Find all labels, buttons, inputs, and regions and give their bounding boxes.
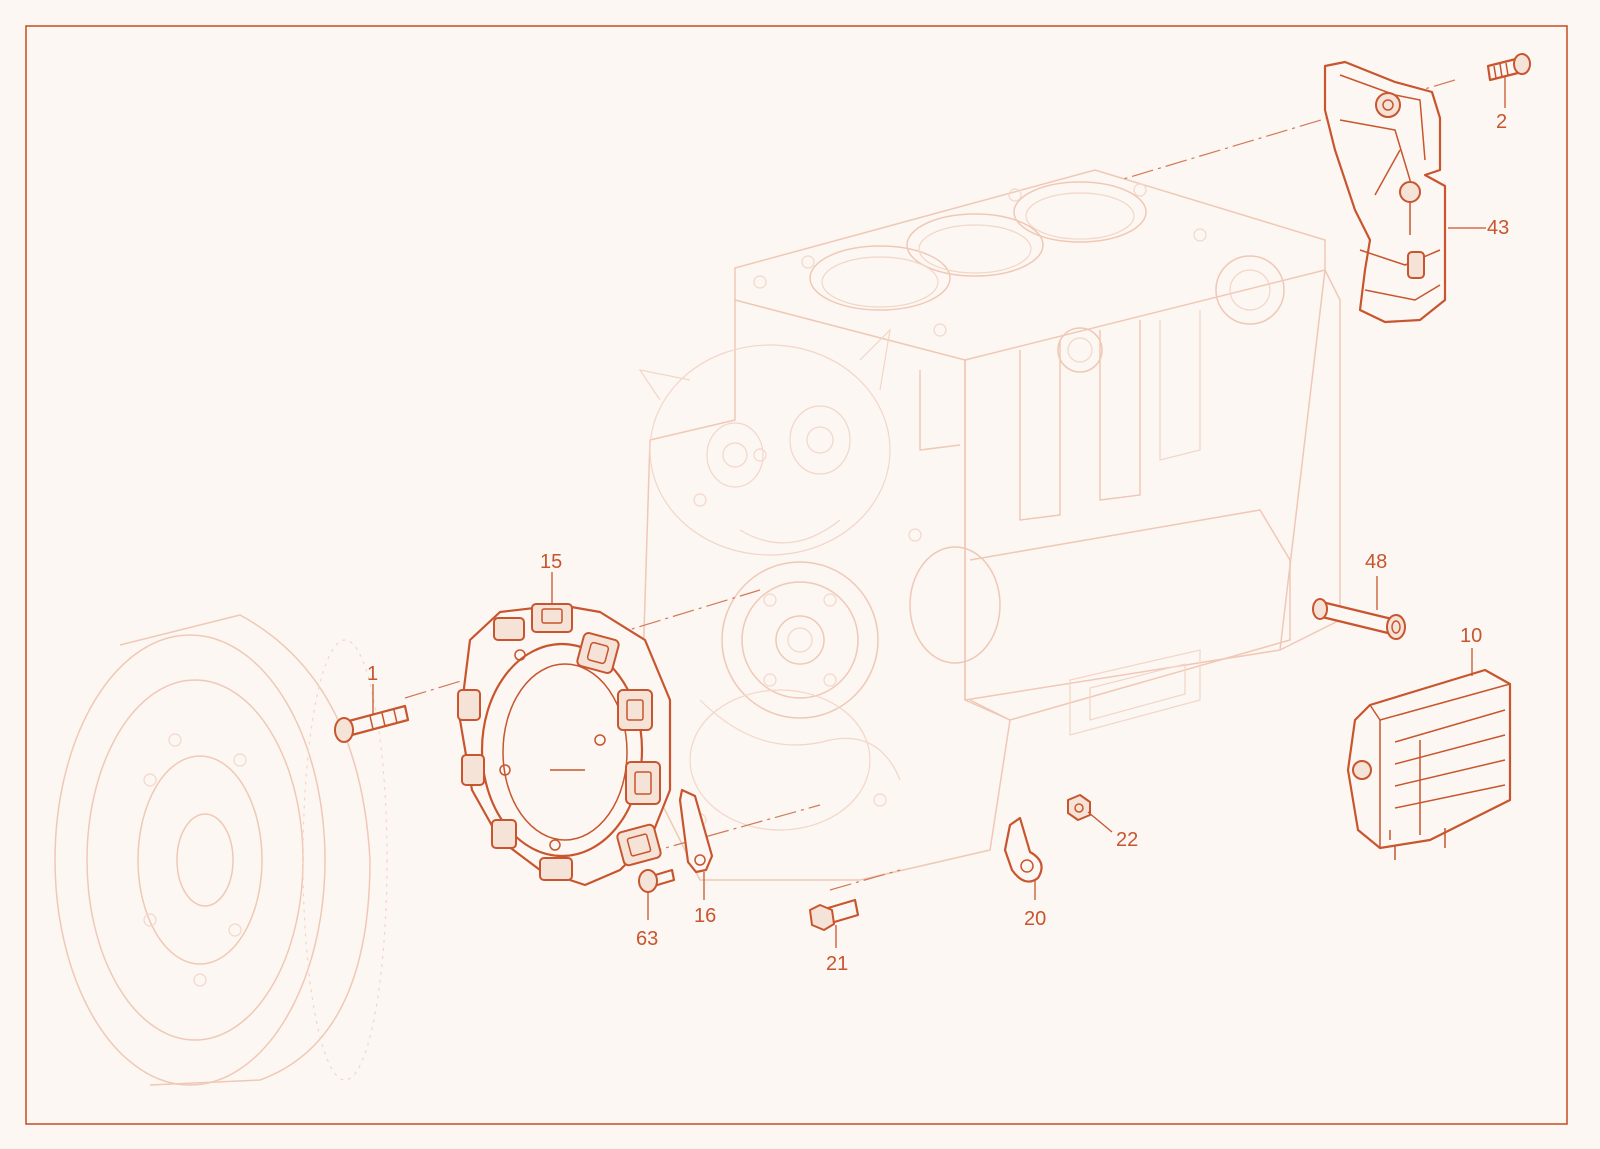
callout-20: 20 xyxy=(1024,908,1046,930)
callout-15: 15 xyxy=(540,551,562,573)
callout-1: 1 xyxy=(367,663,378,685)
callout-48: 48 xyxy=(1365,551,1387,573)
finned-block-part-10 xyxy=(1346,668,1512,860)
callout-16: 16 xyxy=(694,905,716,927)
flywheel-ghost xyxy=(54,614,388,1086)
diagram-frame xyxy=(25,25,1568,1125)
callout-22: 22 xyxy=(1116,829,1138,851)
hex-bolt-part-21 xyxy=(809,898,860,931)
callout-21: 21 xyxy=(826,953,848,975)
callout-63: 63 xyxy=(636,928,658,950)
leader-lines xyxy=(372,77,1506,948)
tab-washer-part-16 xyxy=(678,788,714,874)
engine-block-ghost xyxy=(639,169,1341,881)
mascot-watermark xyxy=(638,328,901,831)
bracket-part-43 xyxy=(1323,60,1447,324)
callout-labels: 2 43 15 1 48 10 22 16 63 20 21 xyxy=(367,111,1509,975)
bolt-part-1 xyxy=(334,704,410,743)
bolt-part-2 xyxy=(1486,53,1531,82)
sleeve-part-48 xyxy=(1312,598,1406,640)
callout-10: 10 xyxy=(1460,625,1482,647)
cover-ring-part-15 xyxy=(457,603,672,887)
screw-part-63 xyxy=(638,868,676,893)
callout-43: 43 xyxy=(1487,217,1509,239)
p-clip-part-20 xyxy=(1003,816,1043,883)
hex-nut-part-22 xyxy=(1067,794,1091,821)
callout-2: 2 xyxy=(1496,111,1507,133)
